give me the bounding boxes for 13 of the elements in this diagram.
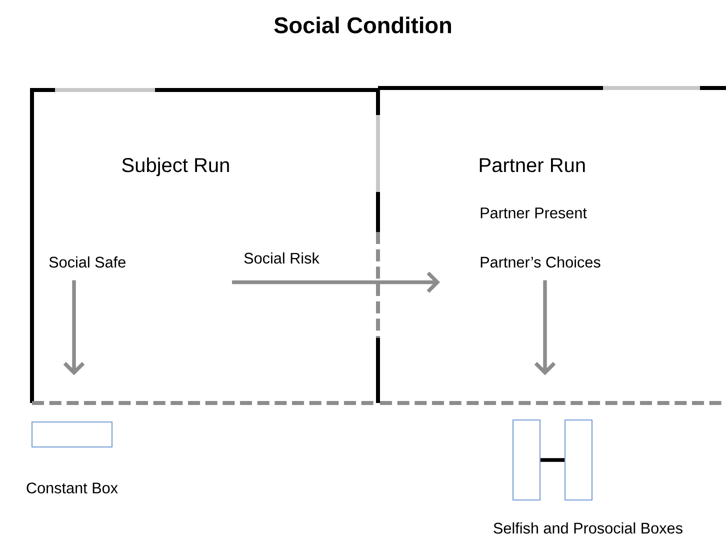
- title: Social Condition: [274, 16, 451, 34]
- arrow: [232, 272, 440, 293]
- caption: Selfish and Prosocial Boxes: [494, 522, 682, 534]
- box: [564, 419, 593, 501]
- label-text: Social Safe: [49, 256, 126, 268]
- box: [512, 419, 541, 501]
- label-text: Social Risk: [244, 252, 320, 264]
- box: [31, 421, 113, 448]
- label-text: Partner’s Choices: [480, 256, 600, 268]
- arrow: [63, 280, 85, 376]
- label-text: Partner Present: [480, 208, 587, 218]
- box-caption: Constant Box: [26, 482, 118, 494]
- arrow: [534, 280, 556, 376]
